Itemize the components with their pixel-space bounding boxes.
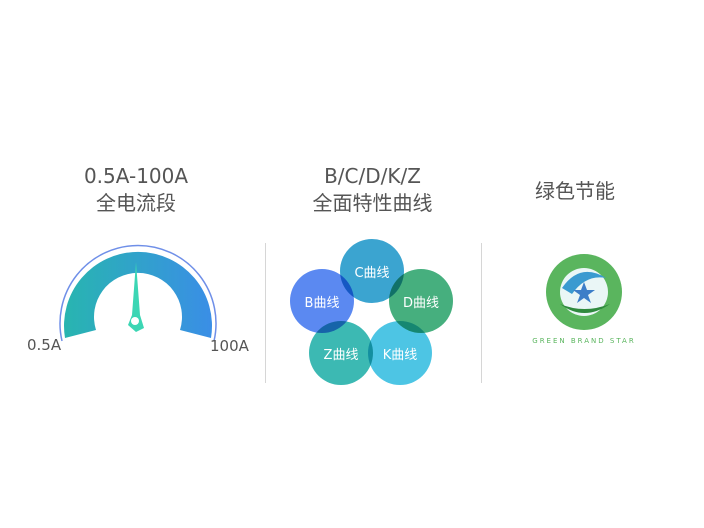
current-range-title: 0.5A-100A 全电流段 xyxy=(36,163,236,217)
green-energy-title: 绿色节能 xyxy=(535,179,615,203)
title-line: 全面特性曲线 xyxy=(312,191,433,215)
curve-z-circle: Z曲线 xyxy=(309,321,373,385)
divider xyxy=(265,243,266,383)
curves-title: B/C/D/K/Z 全面特性曲线 xyxy=(275,163,470,217)
divider xyxy=(481,243,482,383)
gauge-outer-ring xyxy=(59,244,217,342)
green-brand-star-logo: GREEN BRAND STAR xyxy=(532,254,635,345)
gauge-min-label: 0.5A xyxy=(27,336,62,354)
title-line: 全电流段 xyxy=(96,191,176,215)
gauge-arc xyxy=(64,251,212,338)
title-line: 0.5A-100A xyxy=(83,164,189,188)
gauge-max-label: 100A xyxy=(210,337,249,355)
title-line: B/C/D/K/Z xyxy=(324,164,421,188)
gauge-icon xyxy=(59,244,217,342)
gauge-needle xyxy=(128,262,144,332)
curve-k-circle: K曲线 xyxy=(368,321,432,385)
svg-text:GREEN BRAND STAR: GREEN BRAND STAR xyxy=(532,337,635,345)
